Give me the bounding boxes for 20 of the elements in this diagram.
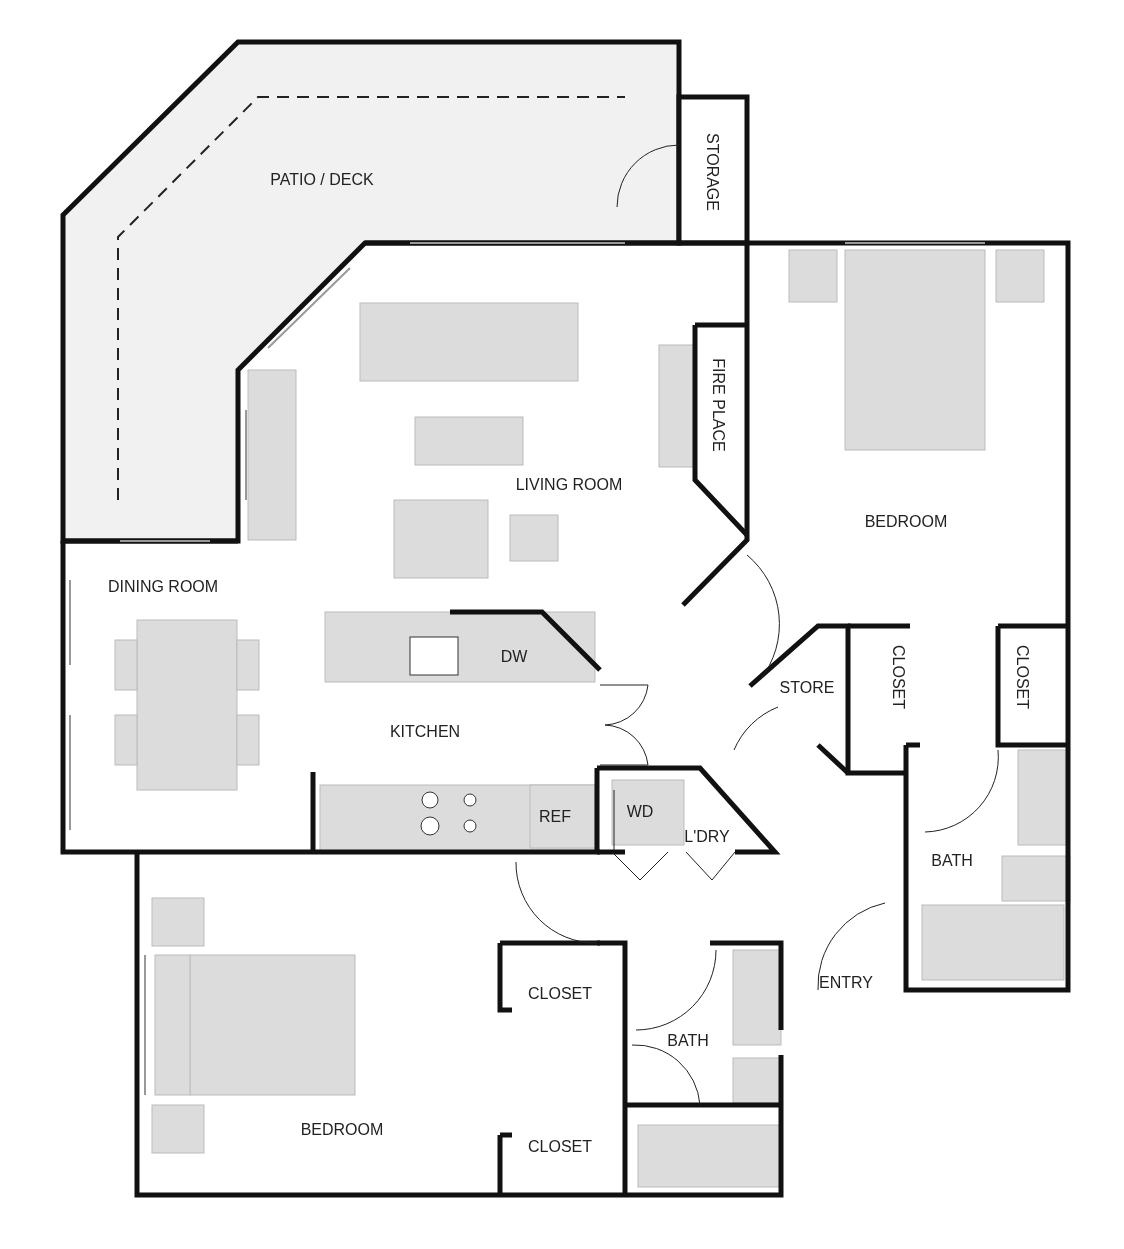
room-label: CLOSET xyxy=(1014,645,1030,709)
room-label: BEDROOM xyxy=(864,514,948,530)
room-label: CLOSET xyxy=(528,986,592,1002)
room-label: FIRE PLACE xyxy=(710,358,726,452)
room-label: BATH xyxy=(931,853,973,869)
room-label: L'DRY xyxy=(684,829,730,845)
room-label: KITCHEN xyxy=(389,724,461,740)
room-label: BEDROOM xyxy=(300,1122,384,1138)
room-label: LIVING ROOM xyxy=(515,477,623,493)
room-label: REF xyxy=(539,809,571,825)
room-label: DINING ROOM xyxy=(107,579,219,595)
room-label: WD xyxy=(626,804,654,820)
room-label: BATH xyxy=(667,1033,709,1049)
room-label: CLOSET xyxy=(528,1139,592,1155)
room-label: DW xyxy=(500,649,528,665)
room-label: PATIO / DECK xyxy=(270,172,374,188)
room-label: STORAGE xyxy=(704,133,720,211)
room-label: ENTRY xyxy=(819,975,873,991)
room-label: CLOSET xyxy=(890,645,906,709)
room-label: STORE xyxy=(779,680,835,696)
